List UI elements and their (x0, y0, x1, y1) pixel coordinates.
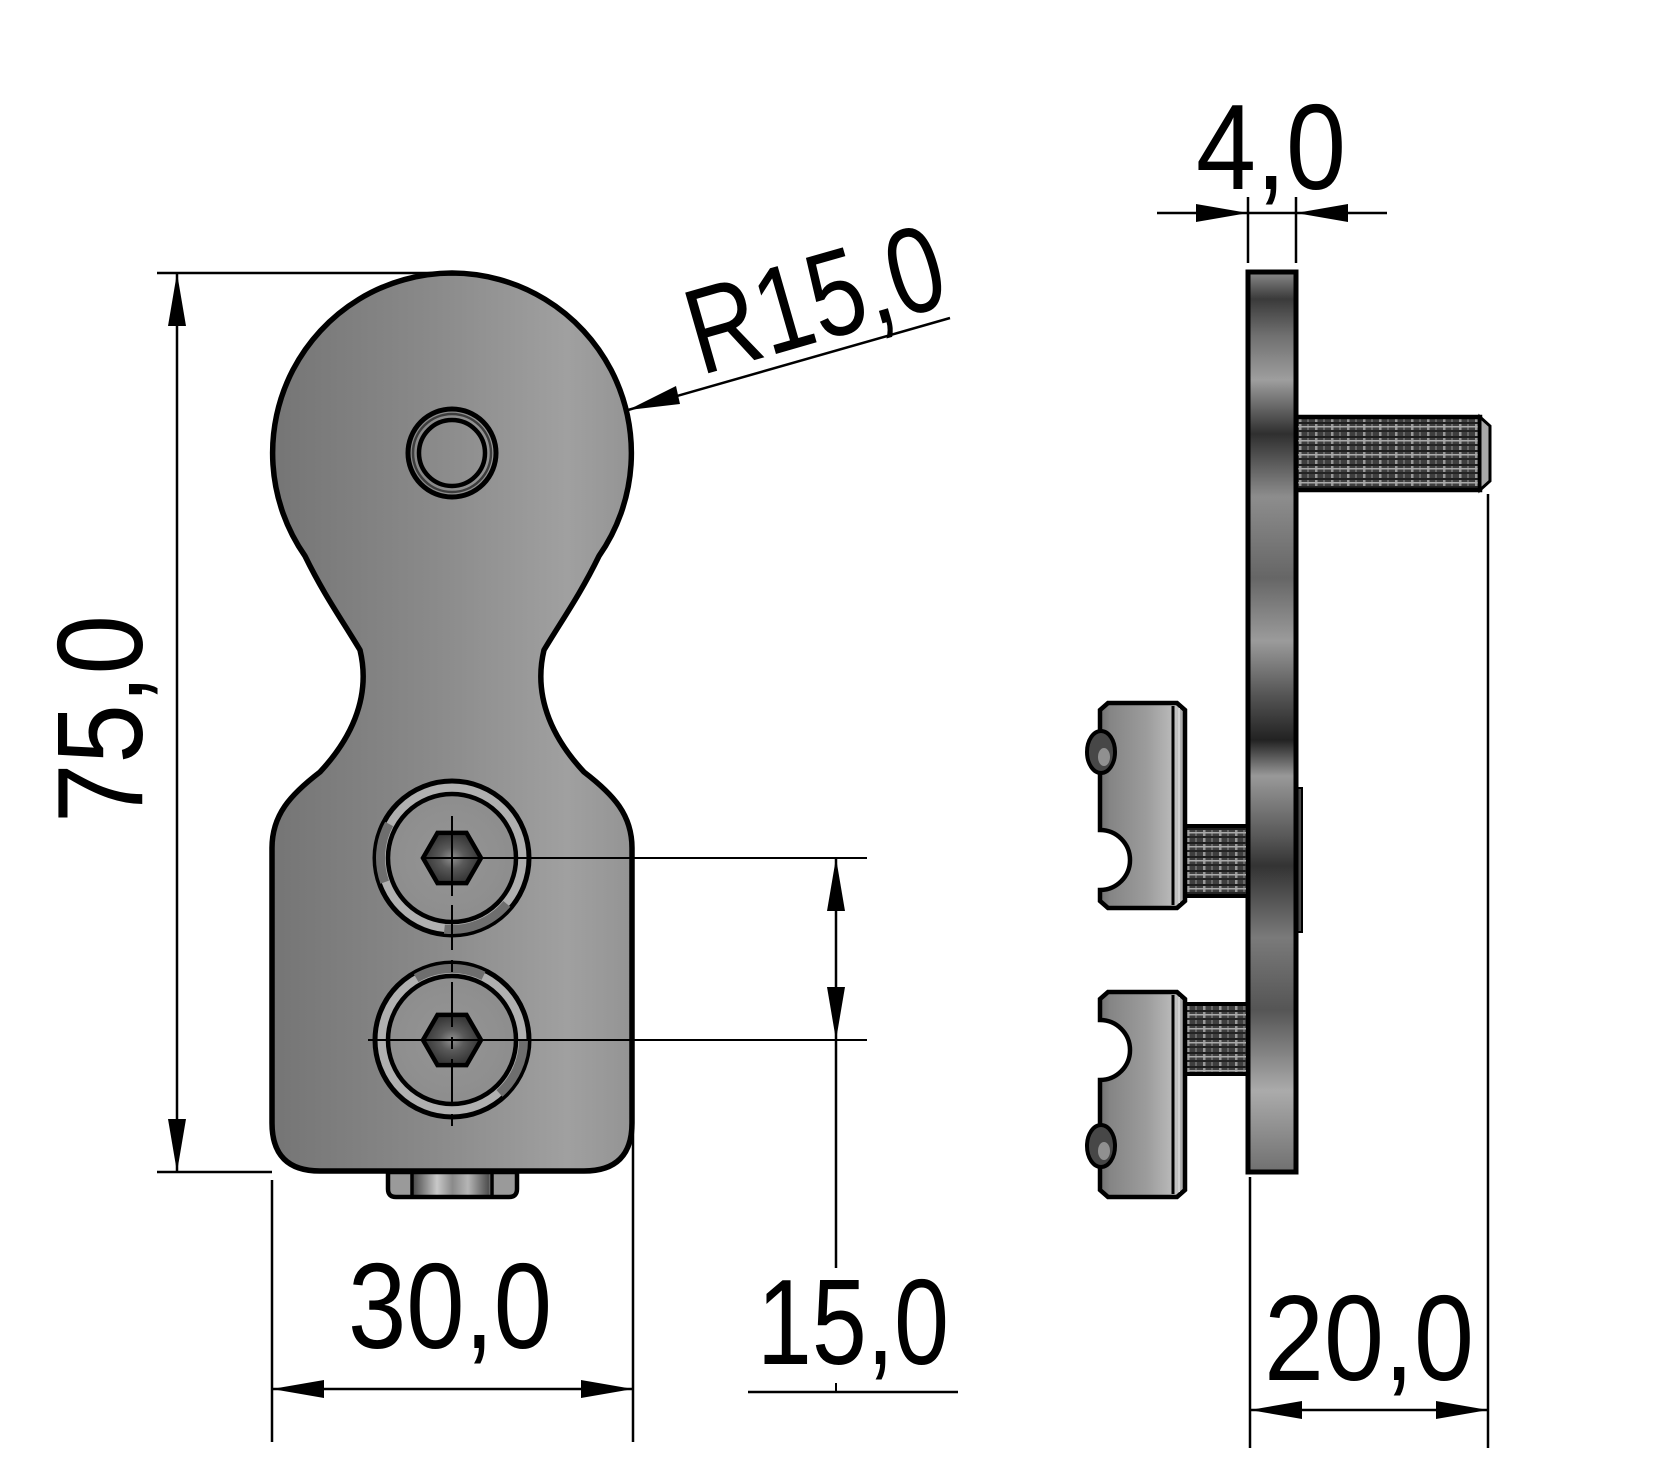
dimension-hole-spacing-label: 15,0 (757, 1254, 949, 1390)
arrowhead (581, 1380, 633, 1398)
head-hole (405, 406, 499, 500)
arrowhead (827, 858, 845, 911)
dimension-height (157, 271, 464, 1174)
clamp-block-lower (1085, 989, 1188, 1200)
arrowhead (272, 1380, 324, 1398)
dimension-radius (627, 316, 951, 412)
dimension-width-label: 30,0 (348, 1238, 552, 1374)
arrowhead (168, 273, 186, 326)
dimension-thickness (1157, 197, 1387, 263)
dimension-height-label: 75,0 (32, 615, 168, 823)
side-view (1085, 269, 1492, 1200)
arrowhead (1436, 1401, 1488, 1419)
front-view (269, 270, 867, 1200)
dimension-hole-spacing (748, 858, 958, 1394)
plate-side (1245, 269, 1299, 1175)
screw-shank-lower (1183, 1002, 1250, 1076)
arrowhead (1196, 204, 1248, 222)
dimension-thickness-label: 4,0 (1196, 79, 1346, 215)
dimension-width (270, 1123, 635, 1442)
arrowhead (628, 386, 680, 410)
threaded-stud (1293, 414, 1483, 493)
dimension-depth-label: 20,0 (1264, 1270, 1474, 1406)
bottom-stud-tab (385, 1169, 520, 1200)
dimension-depth (1248, 494, 1490, 1448)
clamp-block-upper (1085, 700, 1188, 911)
screw-shank-upper (1183, 824, 1250, 898)
arrowhead (1250, 1401, 1302, 1419)
dimension-radius-label: R15,0 (670, 198, 959, 401)
stud-tip-chamfer (1478, 413, 1492, 494)
centerlines (368, 816, 867, 1128)
arrowhead (827, 987, 845, 1040)
arrowhead (1296, 204, 1348, 222)
arrowhead (168, 1119, 186, 1172)
